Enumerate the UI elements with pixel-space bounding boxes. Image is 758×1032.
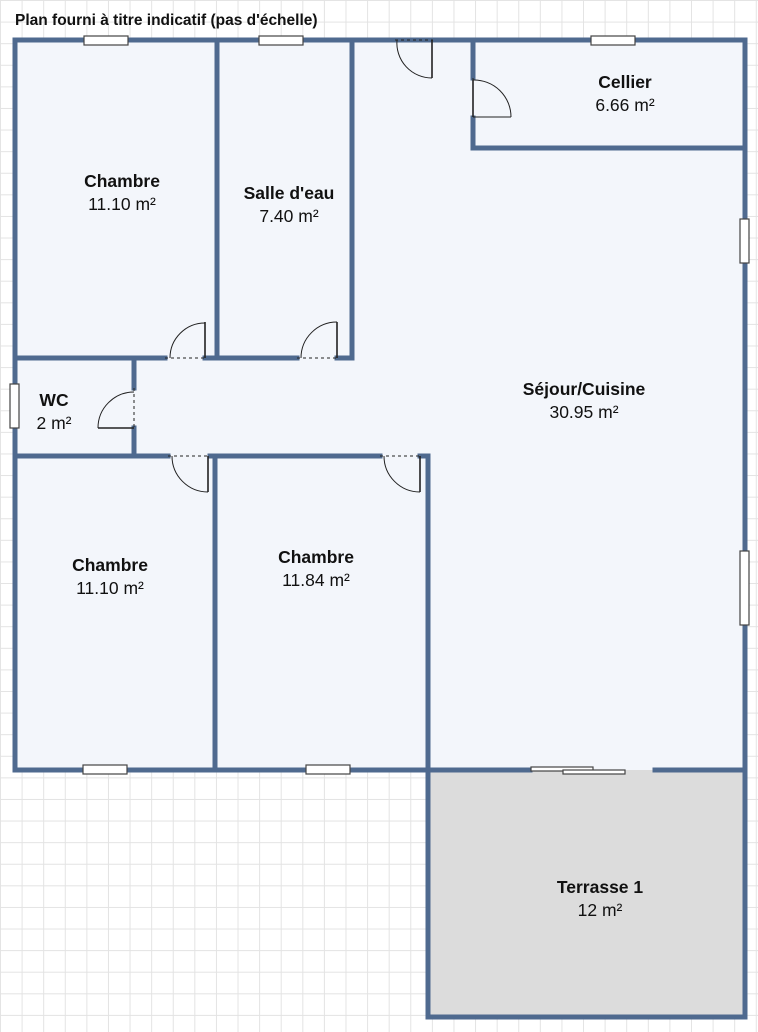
room-chambre-lower-middle: Chambre 11.84 m² xyxy=(278,546,354,592)
room-cellier: Cellier 6.66 m² xyxy=(595,71,654,117)
windows xyxy=(9,35,750,775)
window-cellier-top xyxy=(590,35,636,46)
room-chambre-lower-left: Chambre 11.10 m² xyxy=(72,554,148,600)
interior-floor xyxy=(15,40,745,770)
door-salle-eau xyxy=(297,321,338,359)
window-sejour-right-1 xyxy=(739,218,750,264)
room-area: 12 m² xyxy=(577,900,623,920)
sliding-door-panel-right xyxy=(562,769,626,775)
terrace-floor xyxy=(428,770,745,1017)
door-chambre-lower-left xyxy=(168,455,210,493)
room-area: 2 m² xyxy=(36,413,72,433)
window-chambre-bottom xyxy=(82,764,128,775)
room-name: WC xyxy=(39,390,69,410)
room-name: Cellier xyxy=(598,72,652,92)
door-chambre-lower-middle xyxy=(380,455,421,493)
room-area: 11.10 m² xyxy=(88,194,156,214)
room-area: 7.40 m² xyxy=(259,206,319,226)
room-wc: WC 2 m² xyxy=(37,389,72,435)
door-wc xyxy=(97,388,135,429)
window-sejour-right-2 xyxy=(739,550,750,626)
room-name: Chambre xyxy=(278,547,354,567)
room-name: Terrasse 1 xyxy=(556,877,644,897)
door-entrance xyxy=(395,39,433,79)
floor-areas xyxy=(15,40,745,1017)
room-name: Séjour/Cuisine xyxy=(522,379,646,399)
room-name: Chambre xyxy=(84,171,160,191)
window-salle-eau-top xyxy=(258,35,304,46)
window-chambre2-bottom xyxy=(305,764,351,775)
room-salle-eau: Salle d'eau 7.40 m² xyxy=(244,182,335,228)
disclaimer-note: Plan fourni à titre indicatif (pas d'éch… xyxy=(15,12,318,29)
room-area: 11.10 m² xyxy=(76,578,144,598)
room-sejour-cuisine: Séjour/Cuisine 30.95 m² xyxy=(523,378,646,424)
door-cellier xyxy=(472,78,512,118)
room-chambre-top-left: Chambre 11.10 m² xyxy=(84,170,160,216)
room-area: 11.84 m² xyxy=(282,570,350,590)
window-wc-left xyxy=(9,383,20,429)
room-area: 30.95 m² xyxy=(549,402,619,422)
door-chambre-top xyxy=(165,322,206,359)
room-name: Salle d'eau xyxy=(243,183,335,203)
doors xyxy=(97,39,512,493)
sliding-door xyxy=(530,766,626,775)
window-chambre-top xyxy=(83,35,129,46)
room-area: 6.66 m² xyxy=(595,95,655,115)
sliding-door-panel-left xyxy=(530,766,594,772)
room-terrasse: Terrasse 1 12 m² xyxy=(557,876,643,922)
room-name: Chambre xyxy=(72,555,148,575)
